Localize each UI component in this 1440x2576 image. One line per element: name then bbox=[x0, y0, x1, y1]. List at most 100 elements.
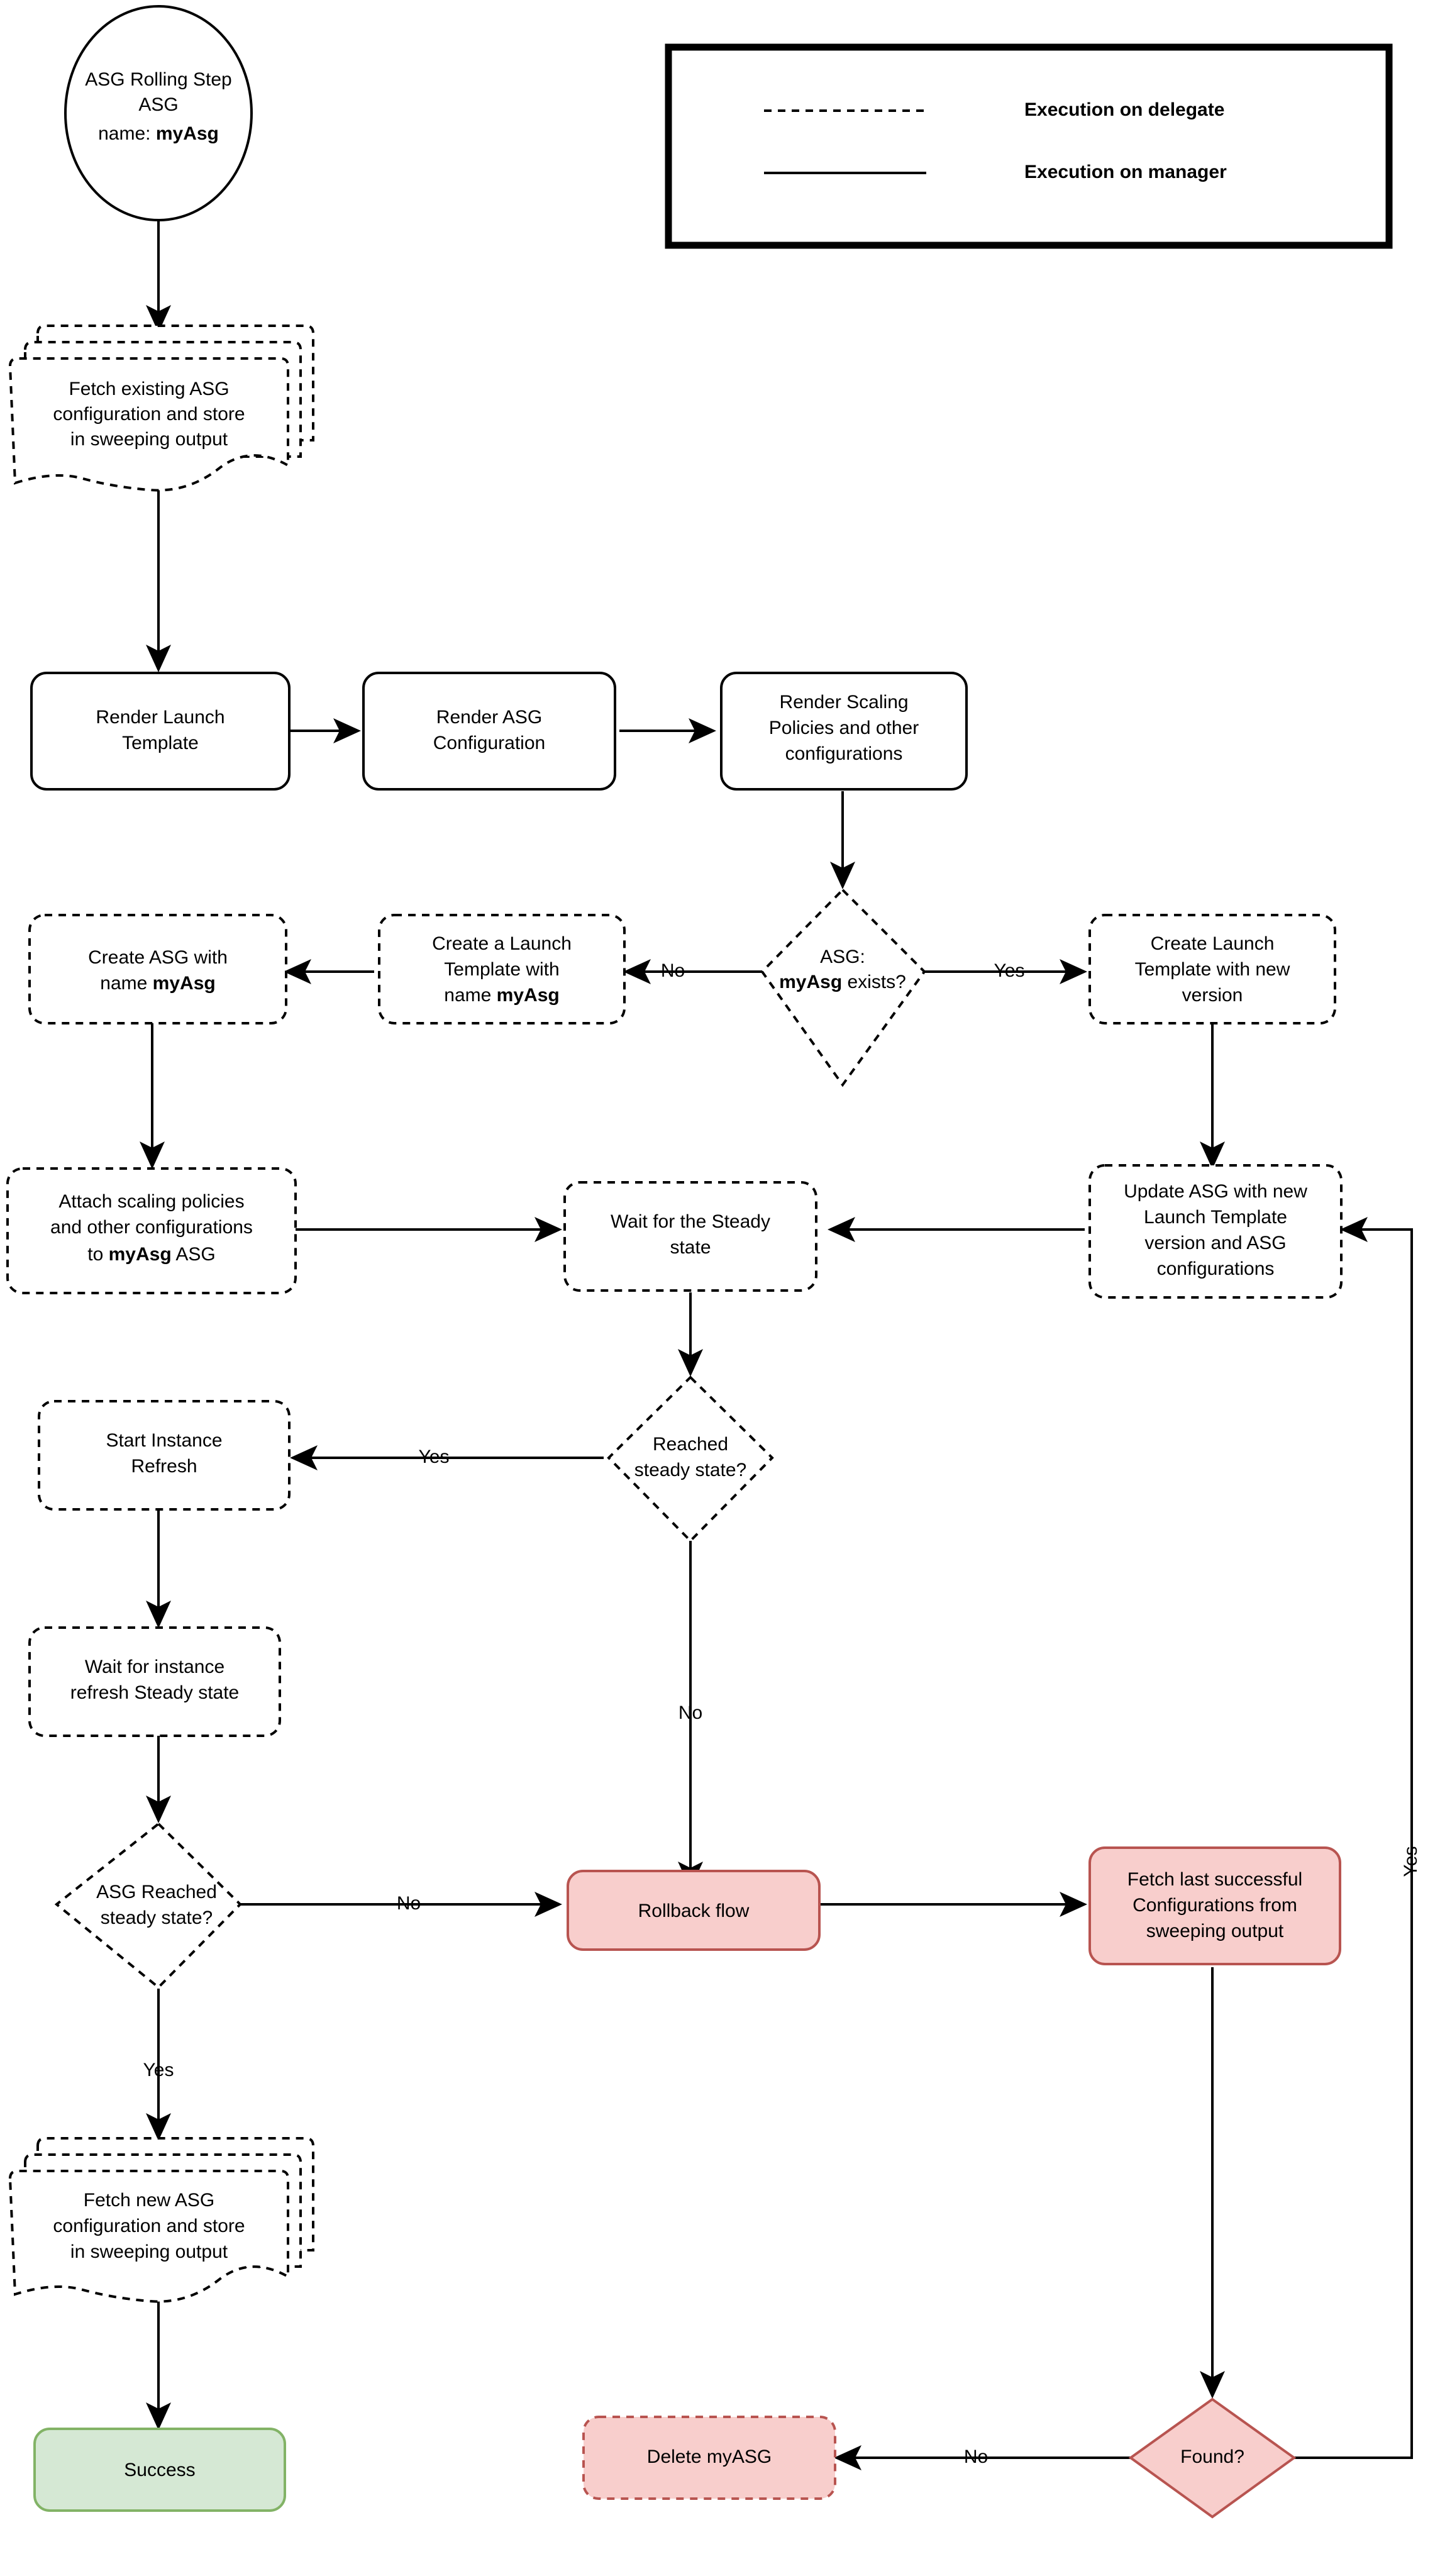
found-diamond-shape bbox=[1128, 2397, 1297, 2519]
node-fetch-existing-asg[interactable]: Fetch existing ASG configuration and sto… bbox=[8, 325, 314, 492]
fetch-new-asg-doc-front bbox=[8, 2170, 289, 2303]
render-launch-template-line1: Render Launch bbox=[96, 707, 224, 728]
wait-instance-refresh-line2: refresh Steady state bbox=[70, 1682, 239, 1703]
node-rollback-flow[interactable]: Rollback flow bbox=[567, 1870, 821, 1951]
asg-reached-steady-line1: ASG Reached bbox=[96, 1882, 217, 1902]
create-a-lt-line3-prefix: name bbox=[444, 985, 496, 1006]
asg-reached-steady-line2: steady state? bbox=[101, 1907, 213, 1928]
attach-scaling-line1: Attach scaling policies bbox=[58, 1191, 244, 1212]
asg-exists-line2: myAsg exists? bbox=[779, 972, 906, 992]
create-a-lt-line1: Create a Launch bbox=[432, 933, 572, 954]
rollback-flow-label: Rollback flow bbox=[638, 1901, 750, 1921]
start-line3: name: myAsg bbox=[98, 123, 219, 144]
success-label: Success bbox=[124, 2460, 195, 2480]
fetch-last-successful-line3: sweeping output bbox=[1146, 1921, 1284, 1941]
reached-steady-line1: Reached bbox=[653, 1434, 728, 1455]
render-launch-template-line2: Template bbox=[122, 733, 199, 753]
rollback-flow-shape bbox=[567, 1870, 821, 1951]
wait-steady-line1: Wait for the Steady bbox=[611, 1211, 770, 1232]
attach-scaling-line3: to myAsg ASG bbox=[87, 1244, 215, 1265]
fetch-new-asg-line2: configuration and store bbox=[53, 2216, 245, 2236]
create-asg-shape bbox=[28, 914, 287, 1024]
asg-reached-steady-diamond-shape bbox=[54, 1822, 242, 1989]
create-lt-new-line1: Create Launch bbox=[1151, 933, 1275, 954]
create-asg-line2: name myAsg bbox=[100, 973, 215, 994]
render-scaling-policies-line1: Render Scaling bbox=[779, 692, 908, 713]
wait-for-steady-state-shape bbox=[563, 1181, 817, 1292]
fetch-last-successful-line1: Fetch last successful bbox=[1127, 1869, 1302, 1890]
create-asg-line1: Create ASG with bbox=[88, 947, 228, 968]
legend-label-manager: Execution on manager bbox=[1024, 162, 1227, 182]
fetch-existing-doc-front bbox=[8, 357, 289, 492]
node-update-asg[interactable]: Update ASG with new Launch Template vers… bbox=[1088, 1164, 1343, 1299]
node-found-decision[interactable]: Found? bbox=[1128, 2397, 1297, 2519]
start-instance-refresh-shape bbox=[38, 1400, 291, 1511]
render-launch-template-shape bbox=[30, 672, 291, 791]
edge-label-reached-steady-yes: Yes bbox=[419, 1446, 450, 1467]
edge-label-asg-exists-no: No bbox=[661, 960, 685, 981]
fetch-existing-line2: configuration and store bbox=[53, 404, 245, 425]
start-line2: ASG bbox=[138, 94, 178, 115]
node-start[interactable]: ASG Rolling Step ASG name: myAsg bbox=[64, 5, 253, 221]
start-instance-refresh-line2: Refresh bbox=[131, 1456, 197, 1477]
reached-steady-diamond-shape bbox=[607, 1375, 774, 1543]
edge-label-reached-steady-no: No bbox=[678, 1702, 702, 1723]
node-start-instance-refresh[interactable]: Start Instance Refresh bbox=[38, 1400, 291, 1511]
render-asg-configuration-line1: Render ASG bbox=[436, 707, 542, 728]
node-delete-myasg[interactable]: Delete myASG bbox=[582, 2416, 836, 2500]
render-asg-configuration-line2: Configuration bbox=[433, 733, 545, 753]
edge-label-asg-reached-no: No bbox=[397, 1893, 421, 1914]
success-shape bbox=[33, 2428, 286, 2512]
node-fetch-last-successful[interactable]: Fetch last successful Configurations fro… bbox=[1088, 1846, 1341, 1965]
asg-exists-diamond-shape bbox=[760, 888, 926, 1087]
edge-label-asg-exists-yes: Yes bbox=[994, 960, 1025, 981]
edge-label-found-yes: Yes bbox=[1400, 1846, 1421, 1877]
fetch-last-successful-shape bbox=[1088, 1846, 1341, 1965]
attach-scaling-line3-bold: myAsg bbox=[109, 1244, 172, 1265]
node-success[interactable]: Success bbox=[33, 2428, 286, 2512]
legend-box bbox=[665, 43, 1393, 249]
delete-myasg-label: Delete myASG bbox=[647, 2446, 772, 2467]
attach-scaling-line2: and other configurations bbox=[50, 1217, 253, 1238]
node-wait-instance-refresh[interactable]: Wait for instance refresh Steady state bbox=[28, 1626, 281, 1737]
node-render-scaling-policies[interactable]: Render Scaling Policies and other config… bbox=[720, 672, 968, 791]
node-fetch-new-asg[interactable]: Fetch new ASG configuration and store in… bbox=[8, 2137, 314, 2303]
node-wait-for-steady-state[interactable]: Wait for the Steady state bbox=[563, 1181, 817, 1292]
render-asg-configuration-shape bbox=[362, 672, 616, 791]
legend: Execution on delegate Execution on manag… bbox=[665, 43, 1393, 249]
edge-labels-layer: No Yes Yes No No Yes No Yes bbox=[143, 960, 1421, 2467]
edge-label-found-no: No bbox=[964, 2446, 988, 2467]
create-lt-new-line2: Template with new bbox=[1135, 959, 1290, 980]
delete-myasg-shape bbox=[582, 2416, 836, 2500]
create-lt-new-line3: version bbox=[1182, 985, 1243, 1006]
node-reached-steady-state-decision[interactable]: Reached steady state? bbox=[607, 1375, 774, 1543]
edges-layer: create a launch template --> create laun… bbox=[140, 220, 1413, 2470]
attach-scaling-line3-suffix: ASG bbox=[172, 1244, 216, 1265]
fetch-new-asg-line3: in sweeping output bbox=[70, 2241, 228, 2262]
create-asg-line2-prefix: name bbox=[100, 973, 152, 994]
node-attach-scaling-policies[interactable]: Attach scaling policies and other config… bbox=[6, 1167, 297, 1294]
create-asg-line2-bold: myAsg bbox=[153, 973, 216, 994]
reached-steady-line2: steady state? bbox=[634, 1460, 746, 1480]
create-a-lt-line3-bold: myAsg bbox=[497, 985, 560, 1006]
node-create-launch-template-new-version[interactable]: Create Launch Template with new version bbox=[1088, 914, 1336, 1024]
node-render-asg-configuration[interactable]: Render ASG Configuration bbox=[362, 672, 616, 791]
start-line3-prefix: name: bbox=[98, 123, 156, 144]
start-line1: ASG Rolling Step bbox=[85, 69, 231, 90]
node-asg-exists-decision[interactable]: ASG: myAsg exists? bbox=[760, 888, 926, 1087]
node-create-asg[interactable]: Create ASG with name myAsg bbox=[28, 914, 287, 1024]
found-label: Found? bbox=[1180, 2446, 1244, 2467]
legend-label-delegate: Execution on delegate bbox=[1024, 99, 1224, 120]
render-scaling-policies-line2: Policies and other bbox=[769, 718, 919, 738]
fetch-new-asg-line1: Fetch new ASG bbox=[84, 2190, 214, 2211]
render-scaling-policies-shape bbox=[720, 672, 968, 791]
node-asg-reached-steady-decision[interactable]: ASG Reached steady state? bbox=[54, 1822, 242, 1989]
update-asg-line3: version and ASG bbox=[1144, 1233, 1286, 1253]
start-line3-bold: myAsg bbox=[156, 123, 219, 144]
node-create-a-launch-template[interactable]: Create a Launch Template with name myAsg bbox=[378, 914, 626, 1024]
update-asg-shape bbox=[1088, 1164, 1343, 1299]
start-instance-refresh-line1: Start Instance bbox=[106, 1430, 222, 1451]
node-render-launch-template[interactable]: Render Launch Template bbox=[30, 672, 291, 791]
